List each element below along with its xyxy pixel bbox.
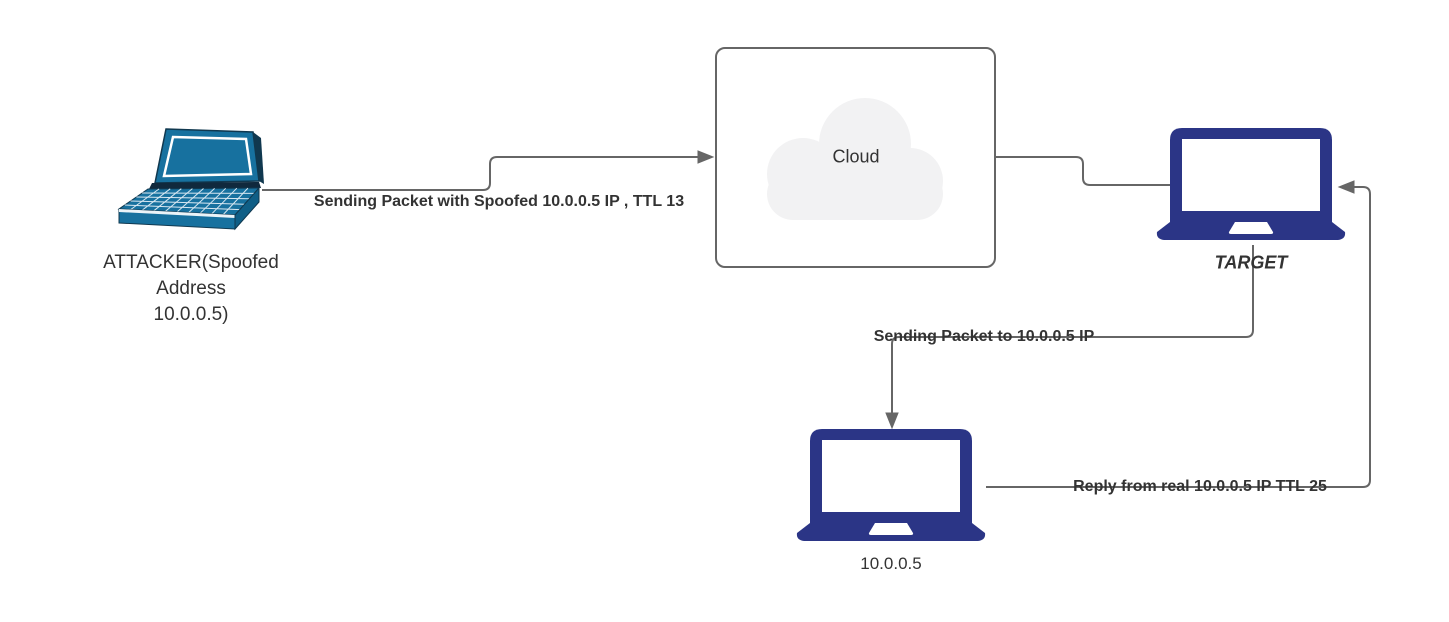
arrowhead-right-icon bbox=[697, 150, 715, 164]
edge-label-target-to-real-host: Sending Packet to 10.0.0.5 IP bbox=[873, 328, 1095, 345]
real-host-laptop-icon bbox=[796, 429, 986, 541]
target-label: TARGET bbox=[1214, 252, 1288, 273]
edge-cloud-to-target bbox=[996, 156, 1172, 186]
cloud-label: Cloud bbox=[832, 146, 880, 167]
edge-label-real-host-to-target: Reply from real 10.0.0.5 IP TTL 25 bbox=[1073, 478, 1327, 495]
attacker-label-line1: ATTACKER(Spoofed bbox=[103, 252, 279, 273]
attacker-label-line3: 10.0.0.5) bbox=[153, 304, 229, 325]
cloud-box: Cloud bbox=[715, 47, 996, 268]
cloud-icon bbox=[767, 98, 943, 220]
real-host-label: 10.0.0.5 bbox=[860, 554, 922, 573]
attacker-label: ATTACKER(Spoofed Address 10.0.0.5) bbox=[76, 250, 306, 328]
edge-label-attacker-to-cloud: Sending Packet with Spoofed 10.0.0.5 IP … bbox=[313, 193, 685, 210]
attacker-laptop-icon bbox=[117, 128, 264, 231]
edge-attacker-to-cloud bbox=[262, 150, 715, 191]
attacker-label-line2: Address bbox=[156, 278, 226, 299]
target-laptop-icon bbox=[1156, 128, 1346, 240]
arrowhead-down-icon bbox=[885, 412, 899, 430]
